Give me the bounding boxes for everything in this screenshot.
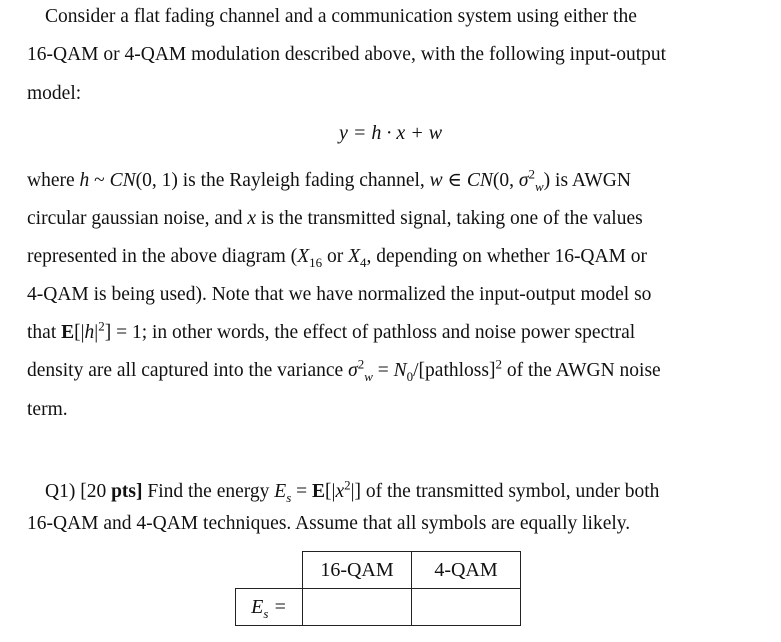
text-line: represented in the above diagram (X16 or…: [27, 246, 648, 270]
table-row: Es =: [235, 588, 521, 626]
text-line: Consider a flat fading channel and a com…: [45, 6, 637, 27]
table-header-row: 16-QAM 4-QAM: [235, 551, 521, 589]
table-corner: [235, 551, 303, 589]
answer-cell-16qam[interactable]: [302, 588, 412, 626]
header-16qam: 16-QAM: [302, 551, 412, 589]
text-line: 4-QAM is being used). Note that we have …: [27, 284, 652, 305]
answer-cell-4qam[interactable]: [411, 588, 521, 626]
text-line: Q1) [20 pts] Find the energy Es = E[|x2|…: [45, 477, 660, 505]
text-line: model:: [27, 83, 82, 104]
text-line: density are all captured into the varian…: [27, 356, 661, 384]
text-line: where h ~ CN(0, 1) is the Rayleigh fadin…: [27, 166, 631, 194]
text-line: term.: [27, 399, 68, 420]
text-line: 16-QAM or 4-QAM modulation described abo…: [27, 44, 667, 65]
text-line: 16-QAM and 4-QAM techniques. Assume that…: [27, 513, 631, 534]
text-line: circular gaussian noise, and x is the tr…: [27, 208, 643, 229]
row-label-es: Es =: [235, 588, 303, 626]
text-line: that E[|h|2] = 1; in other words, the ef…: [27, 318, 636, 343]
header-4qam: 4-QAM: [411, 551, 521, 589]
channel-equation: y = h · x + w: [338, 122, 443, 144]
energy-table: 16-QAM 4-QAM Es =: [235, 551, 521, 626]
